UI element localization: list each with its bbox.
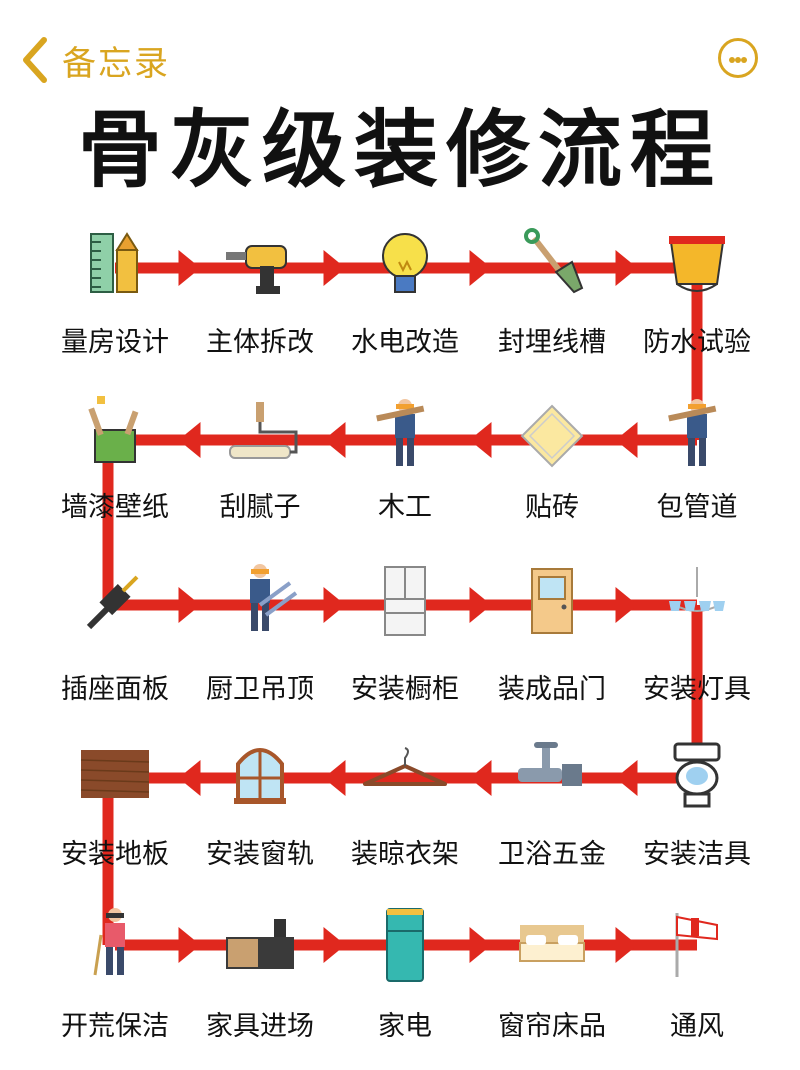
arrow-left-icon <box>178 422 201 458</box>
more-dot <box>729 57 735 63</box>
arrow-left-icon <box>469 760 492 796</box>
worker-ladder-icon <box>250 564 298 631</box>
worker-pipes-icon <box>668 399 717 466</box>
chandelier-icon <box>669 567 725 612</box>
windsock-icon <box>675 913 718 977</box>
page-title: 骨灰级装修流程 <box>77 101 722 199</box>
step-label: 封埋线槽 <box>498 327 606 358</box>
bed-icon <box>519 925 585 962</box>
step-label: 主体拆改 <box>206 327 314 358</box>
arrow-right-icon <box>178 250 201 286</box>
step-label: 安装洁具 <box>643 839 751 870</box>
step-label: 卫浴五金 <box>498 839 606 870</box>
arrow-right-icon <box>178 587 201 623</box>
tile-icon <box>520 404 584 468</box>
more-options-button[interactable] <box>718 38 758 78</box>
wood-floor-icon <box>80 750 150 798</box>
more-dot <box>735 57 741 63</box>
carpenter-icon <box>376 399 425 466</box>
arrow-right-icon <box>178 927 201 963</box>
furniture-icon <box>226 919 294 969</box>
step-label: 开荒保洁 <box>61 1011 169 1042</box>
arrow-right-icon <box>615 250 638 286</box>
step-label: 贴砖 <box>525 492 579 523</box>
light-bulb-icon <box>382 233 428 293</box>
arrow-right-icon <box>323 927 346 963</box>
step-label: 安装橱柜 <box>351 674 459 705</box>
cabinet-icon <box>384 566 426 636</box>
step-label: 装晾衣架 <box>351 839 459 870</box>
paint-bucket-brushes-icon <box>88 396 139 463</box>
step-label: 安装地板 <box>61 839 169 870</box>
arrow-left-icon <box>323 422 346 458</box>
arrow-right-icon <box>323 250 346 286</box>
step-label: 墙漆壁纸 <box>61 492 169 523</box>
measuring-tools-icon <box>90 232 139 293</box>
step-label: 装成品门 <box>498 674 606 705</box>
refrigerator-icon <box>386 908 424 982</box>
step-label: 厨卫吊顶 <box>206 674 314 705</box>
back-label: 备忘录 <box>62 43 170 84</box>
plug-icon <box>86 575 139 630</box>
chevron-left-icon <box>23 37 47 83</box>
arrow-left-icon <box>323 760 346 796</box>
step-label: 安装窗轨 <box>206 839 314 870</box>
top-bar: 备忘录 <box>0 0 800 110</box>
step-label: 量房设计 <box>61 327 169 358</box>
arrow-right-icon <box>469 250 492 286</box>
step-icons <box>80 228 725 982</box>
step-label: 防水试验 <box>643 327 751 358</box>
back-button[interactable]: 备忘录 <box>14 34 170 86</box>
arrow-right-icon <box>615 587 638 623</box>
faucet-icon <box>518 742 582 786</box>
step-label: 安装灯具 <box>643 674 751 705</box>
toilet-icon <box>673 742 721 808</box>
cleaner-icon <box>93 908 125 976</box>
more-dot <box>741 57 747 63</box>
step-label: 水电改造 <box>351 327 459 358</box>
power-drill-icon <box>226 245 287 294</box>
arrow-right-icon <box>469 587 492 623</box>
arrow-right-icon <box>323 587 346 623</box>
step-label: 窗帘床品 <box>498 1011 606 1042</box>
arrow-left-icon <box>178 760 201 796</box>
step-label: 包管道 <box>656 492 738 523</box>
step-label: 木工 <box>378 492 432 523</box>
paint-roller-icon <box>229 402 298 459</box>
arrow-left-icon <box>615 760 638 796</box>
arrow-right-icon <box>615 927 638 963</box>
paint-bucket-icon <box>669 236 725 292</box>
step-label: 家具进场 <box>206 1011 314 1042</box>
step-label: 通风 <box>670 1011 724 1042</box>
arrow-left-icon <box>469 422 492 458</box>
shovel-icon <box>524 228 584 294</box>
step-label: 插座面板 <box>61 674 169 705</box>
step-label: 刮腻子 <box>219 492 301 523</box>
arrow-left-icon <box>615 422 638 458</box>
hanger-icon <box>363 747 447 786</box>
door-icon <box>531 568 573 634</box>
step-label: 家电 <box>378 1011 432 1042</box>
window-icon <box>234 748 286 804</box>
arrow-right-icon <box>469 927 492 963</box>
